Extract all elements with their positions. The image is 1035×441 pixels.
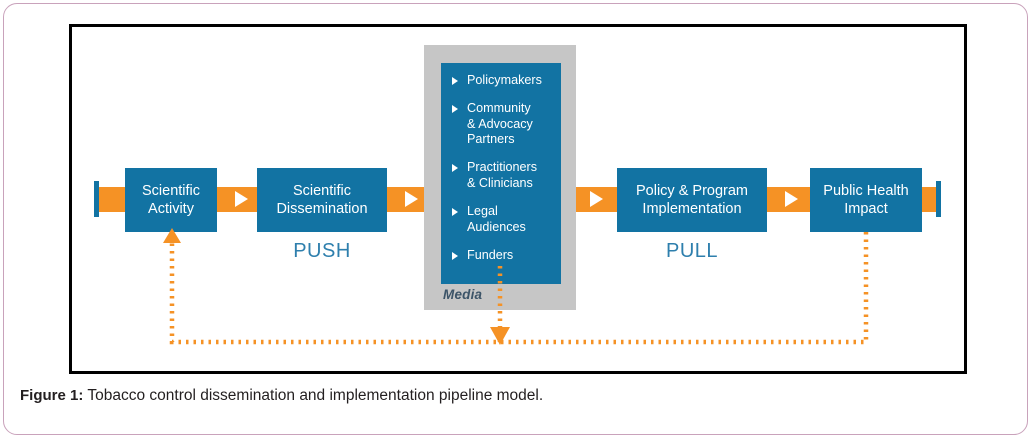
stage-line-2: Impact [844,201,888,217]
arrow-right-icon-4 [785,191,798,207]
figure-caption-text: Tobacco control dissemination and implem… [83,387,544,404]
triangle-bullet-icon [452,252,458,260]
media-audience-legal-audiences: Legal Audiences [451,204,557,235]
triangle-bullet-icon [452,164,458,172]
stage-line-1: Scientific [292,183,351,199]
stage-label-text: Policy & Program Implementation [636,182,748,218]
rail-endcap-right [936,181,941,217]
phase-label-push: PUSH [293,240,351,262]
audience-line: Funders [467,248,514,262]
stage-line-2: Dissemination [276,201,368,217]
diagram-frame: Policymakers Community & Advocacy Partne… [69,24,967,374]
phase-label-pull: PULL [665,240,719,262]
audience-line: Partners [467,132,515,146]
media-audience-box: Policymakers Community & Advocacy Partne… [441,63,561,284]
figure-caption-prefix: Figure 1: [20,387,84,404]
audience-line: Legal [467,204,498,218]
media-audience-policymakers: Policymakers [451,73,557,89]
arrow-right-icon-3 [590,191,603,207]
stage-line-1: Public Health [823,183,909,199]
feedback-arrow-down-icon [490,327,510,345]
audience-line: Policymakers [467,73,542,87]
triangle-bullet-icon [452,77,458,85]
audience-line: Community [467,101,531,115]
stage-line-1: Scientific [141,183,201,199]
stage-policy-program-implementation[interactable]: Policy & Program Implementation [617,168,767,232]
stage-line-2: Implementation [642,201,742,217]
stage-line-2: Activity [148,201,194,217]
stage-scientific-dissemination[interactable]: Scientific Dissemination [257,168,387,232]
triangle-bullet-icon [452,105,458,113]
rail-segment-left-cap [99,187,128,212]
audience-line: & Advocacy [467,116,533,131]
figure-caption: Figure 1: Tobacco control dissemination … [20,387,543,405]
media-audience-practitioners-clinicians: Practitioners & Clinicians [451,160,557,191]
stage-line-1: Policy & Program [635,183,748,199]
audience-line: Audiences [467,219,526,234]
stage-label-text: Scientific Activity [142,182,200,218]
rail-endcap-left [94,181,99,217]
media-audience-funders: Funders [451,248,557,264]
triangle-bullet-icon [452,208,458,216]
arrow-right-icon-2 [405,191,418,207]
media-audience-community-advocacy-partners: Community & Advocacy Partners [451,101,557,148]
media-panel: Policymakers Community & Advocacy Partne… [424,45,576,310]
stage-scientific-activity[interactable]: Scientific Activity [125,168,217,232]
media-panel-label: Media [443,287,483,302]
stage-public-health-impact[interactable]: Public Health Impact [810,168,922,232]
figure-card: Policymakers Community & Advocacy Partne… [3,3,1028,435]
stage-label-text: Scientific Dissemination [276,182,367,218]
audience-line: Practitioners [467,160,537,174]
arrow-right-icon-1 [235,191,248,207]
stage-label-text: Public Health Impact [823,182,908,218]
audience-line: & Clinicians [467,175,533,190]
